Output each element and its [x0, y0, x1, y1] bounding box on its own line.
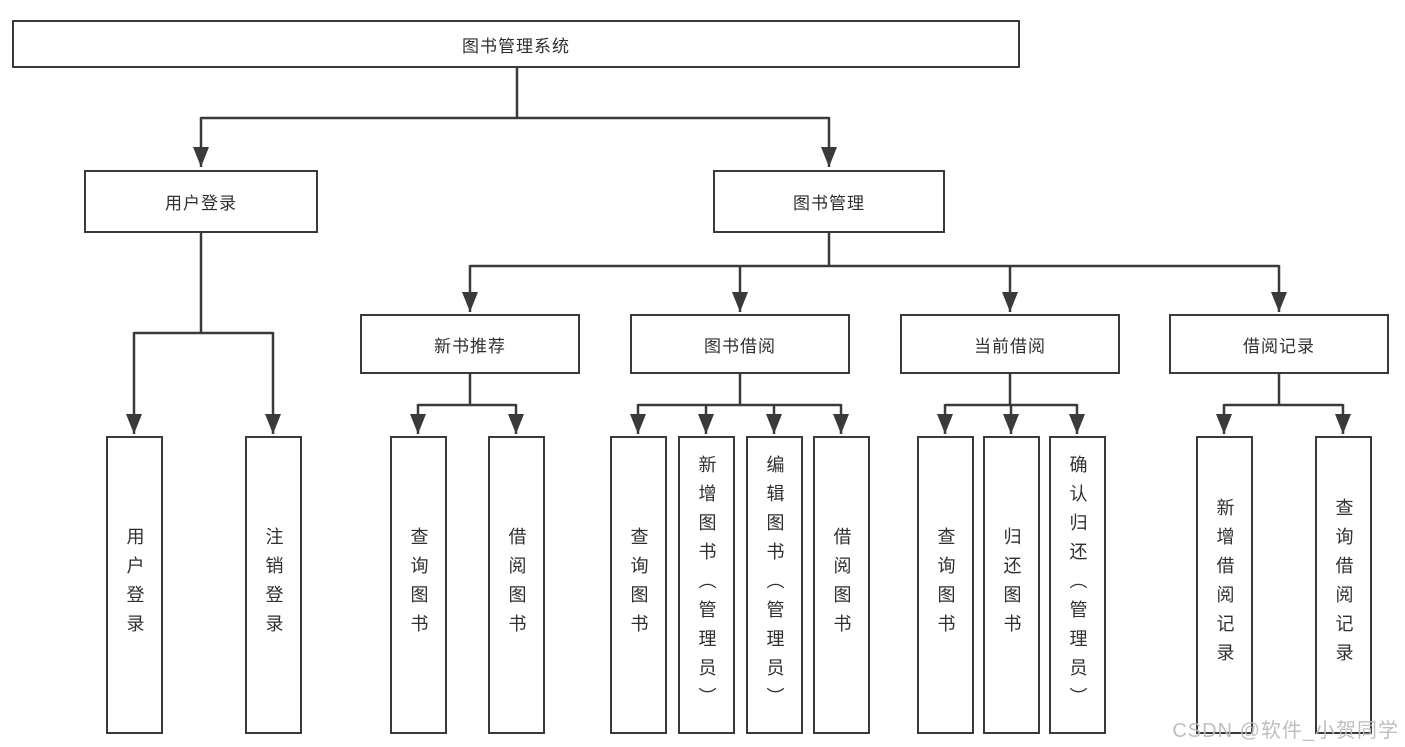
- node-user-login: 用户登录: [84, 170, 318, 233]
- node-book-management: 图书管理: [713, 170, 945, 233]
- leaf-query-books-recommend-label: 查询图书: [408, 527, 429, 643]
- leaf-user-login-label: 用户登录: [124, 527, 145, 643]
- leaf-logout-label: 注销登录: [263, 527, 284, 643]
- leaf-return-books-label: 归还图书: [1001, 527, 1022, 643]
- leaf-query-books-recommend: 查询图书: [390, 436, 447, 734]
- leaf-borrow-books-recommend: 借阅图书: [488, 436, 545, 734]
- node-current-borrowing-label: 当前借阅: [974, 336, 1046, 356]
- leaf-query-books-borrowing: 查询图书: [610, 436, 667, 734]
- leaf-borrow-books-borrowing-label: 借阅图书: [831, 527, 852, 643]
- node-new-book-recommendation: 新书推荐: [360, 314, 580, 374]
- node-book-borrowing: 图书借阅: [630, 314, 850, 374]
- leaf-add-borrow-record-label: 新增借阅记录: [1214, 498, 1235, 672]
- leaf-query-books-borrowing-label: 查询图书: [628, 527, 649, 643]
- leaf-borrow-books-recommend-label: 借阅图书: [506, 527, 527, 643]
- leaf-query-borrow-record: 查询借阅记录: [1315, 436, 1372, 734]
- node-borrowing-records-label: 借阅记录: [1243, 336, 1315, 356]
- leaf-add-books-admin-label: 新增图书（管理员）: [696, 454, 717, 716]
- csdn-watermark: CSDN @软件_小贺同学: [1172, 720, 1399, 742]
- leaf-logout: 注销登录: [245, 436, 302, 734]
- node-user-login-label: 用户登录: [165, 194, 237, 213]
- leaf-add-books-admin: 新增图书（管理员）: [678, 436, 735, 734]
- node-new-book-recommendation-label: 新书推荐: [434, 336, 506, 356]
- node-book-borrowing-label: 图书借阅: [704, 336, 776, 356]
- leaf-query-books-current: 查询图书: [917, 436, 974, 734]
- leaf-edit-books-admin: 编辑图书（管理员）: [746, 436, 803, 734]
- leaf-confirm-return-admin-label: 确认归还（管理员）: [1067, 454, 1088, 716]
- node-book-management-label: 图书管理: [793, 194, 865, 213]
- node-current-borrowing: 当前借阅: [900, 314, 1120, 374]
- leaf-return-books: 归还图书: [983, 436, 1040, 734]
- leaf-borrow-books-borrowing: 借阅图书: [813, 436, 870, 734]
- leaf-query-borrow-record-label: 查询借阅记录: [1333, 498, 1354, 672]
- leaf-confirm-return-admin: 确认归还（管理员）: [1049, 436, 1106, 734]
- node-root-label: 图书管理系统: [462, 36, 570, 56]
- leaf-add-borrow-record: 新增借阅记录: [1196, 436, 1253, 734]
- node-root-system: 图书管理系统: [12, 20, 1020, 68]
- node-borrowing-records: 借阅记录: [1169, 314, 1389, 374]
- leaf-query-books-current-label: 查询图书: [935, 527, 956, 643]
- leaf-edit-books-admin-label: 编辑图书（管理员）: [764, 454, 785, 716]
- leaf-user-login: 用户登录: [106, 436, 163, 734]
